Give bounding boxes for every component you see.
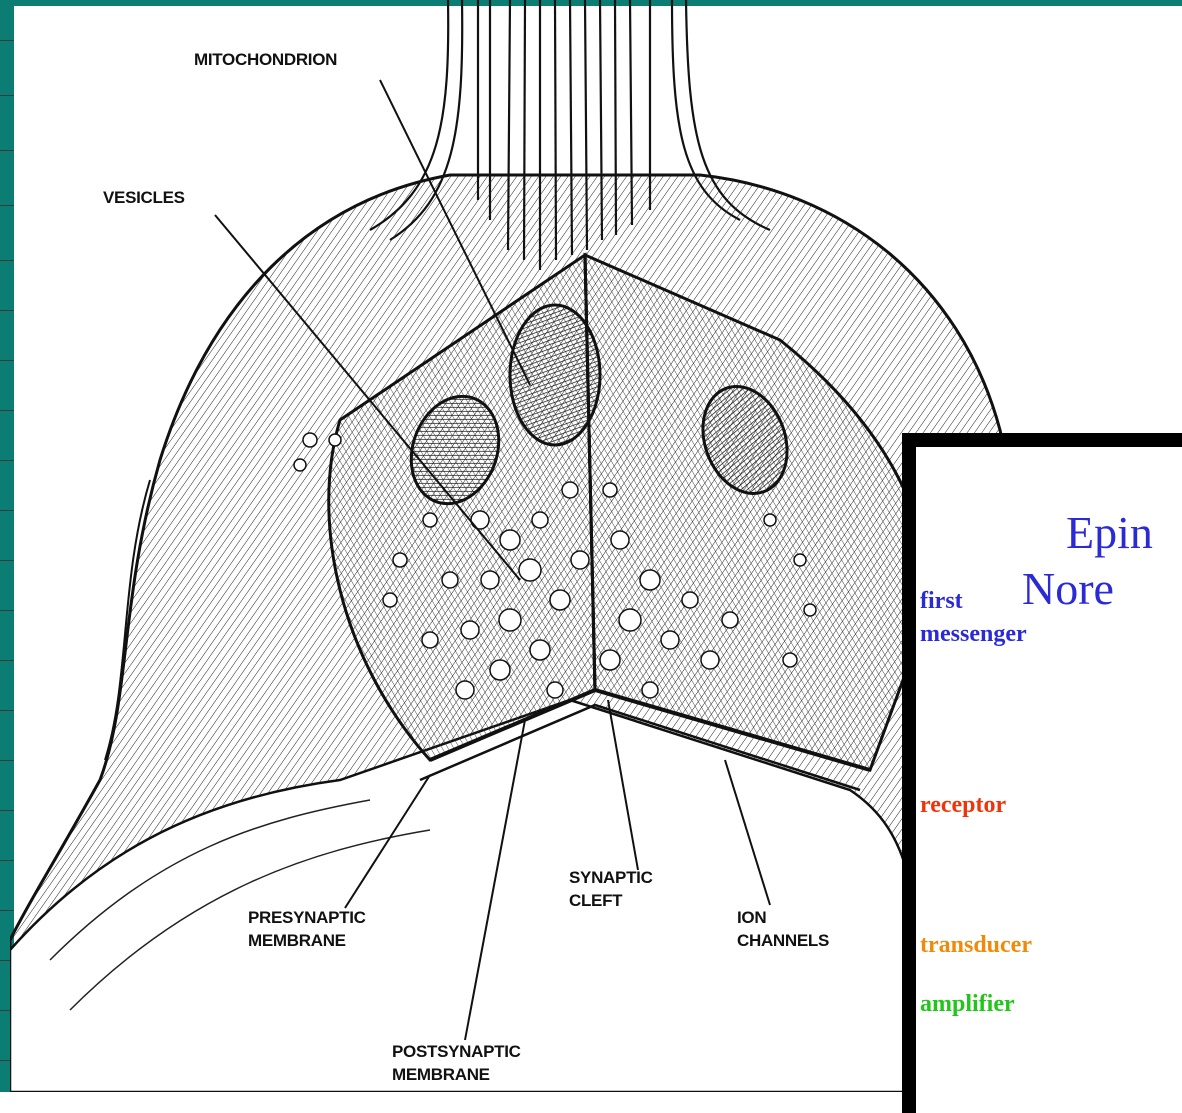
label-vesicles: VESICLES (103, 186, 185, 209)
label-presynaptic-membrane: PRESYNAPTIC MEMBRANE (248, 906, 366, 952)
messenger-panel-body: Epin Nore first messenger receptor trans… (916, 447, 1182, 1113)
panel-line-epin: Epin (1066, 509, 1153, 557)
label-ion-channels: ION CHANNELS (737, 906, 829, 952)
label-transducer: transducer (920, 931, 1032, 959)
label-receptor: receptor (920, 791, 1006, 819)
label-amplifier: amplifier (920, 990, 1015, 1018)
label-postsynaptic-membrane: POSTSYNAPTIC MEMBRANE (392, 1040, 521, 1086)
label-synaptic-cleft: SYNAPTIC CLEFT (569, 866, 653, 912)
label-mitochondrion: MITOCHONDRION (194, 48, 337, 71)
messenger-panel: Epin Nore first messenger receptor trans… (902, 433, 1182, 1113)
label-first: first (920, 587, 963, 615)
label-messenger: messenger (920, 620, 1027, 648)
panel-line-nore: Nore (1022, 565, 1114, 613)
